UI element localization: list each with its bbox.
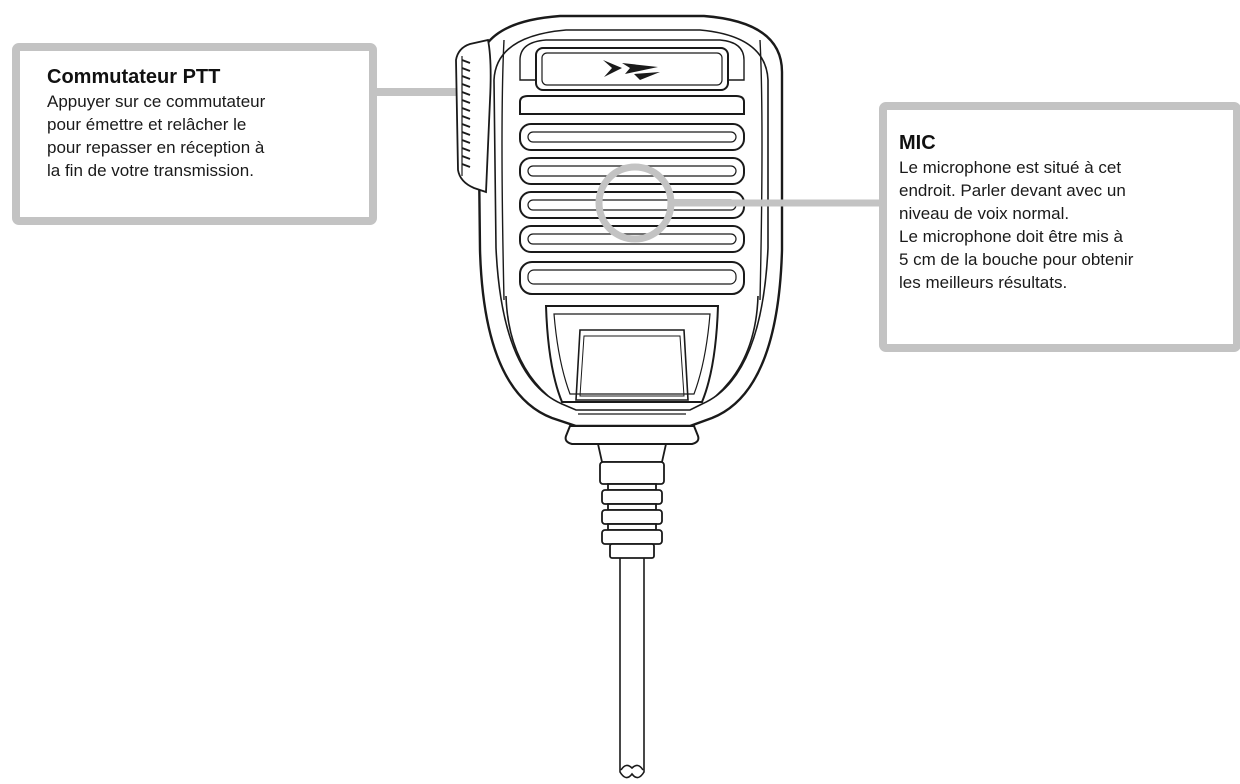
ptt-callout-line: pour émettre et relâcher le bbox=[47, 115, 247, 134]
ptt-callout: Commutateur PTT Appuyer sur ce commutate… bbox=[12, 43, 377, 225]
mic-callout: MIC Le microphone est situé à cet endroi… bbox=[879, 102, 1240, 352]
ptt-callout-line: Appuyer sur ce commutateur bbox=[47, 92, 266, 111]
microphone-body bbox=[476, 14, 784, 445]
cable bbox=[619, 558, 645, 779]
speaker-grille bbox=[519, 95, 745, 295]
ptt-callout-line: pour repasser en réception à bbox=[47, 138, 265, 157]
mic-callout-line: les meilleurs résultats. bbox=[899, 273, 1068, 292]
grip-recess bbox=[505, 295, 759, 403]
body-side-lines bbox=[501, 39, 763, 301]
mic-callout-line: Le microphone est situé à cet bbox=[899, 158, 1122, 177]
ptt-callout-line: la fin de votre transmission. bbox=[47, 161, 254, 180]
logo-badge bbox=[535, 47, 729, 91]
strain-relief bbox=[596, 443, 668, 559]
ptt-switch bbox=[455, 38, 492, 194]
mic-callout-title: MIC bbox=[899, 132, 936, 154]
mic-callout-line: Le microphone doit être mis à bbox=[899, 227, 1123, 246]
mic-callout-line: 5 cm de la bouche pour obtenir bbox=[899, 250, 1134, 269]
mic-callout-line: endroit. Parler devant avec un bbox=[899, 181, 1126, 200]
mic-callout-line: niveau de voix normal. bbox=[899, 204, 1070, 223]
ptt-callout-title: Commutateur PTT bbox=[47, 66, 221, 88]
